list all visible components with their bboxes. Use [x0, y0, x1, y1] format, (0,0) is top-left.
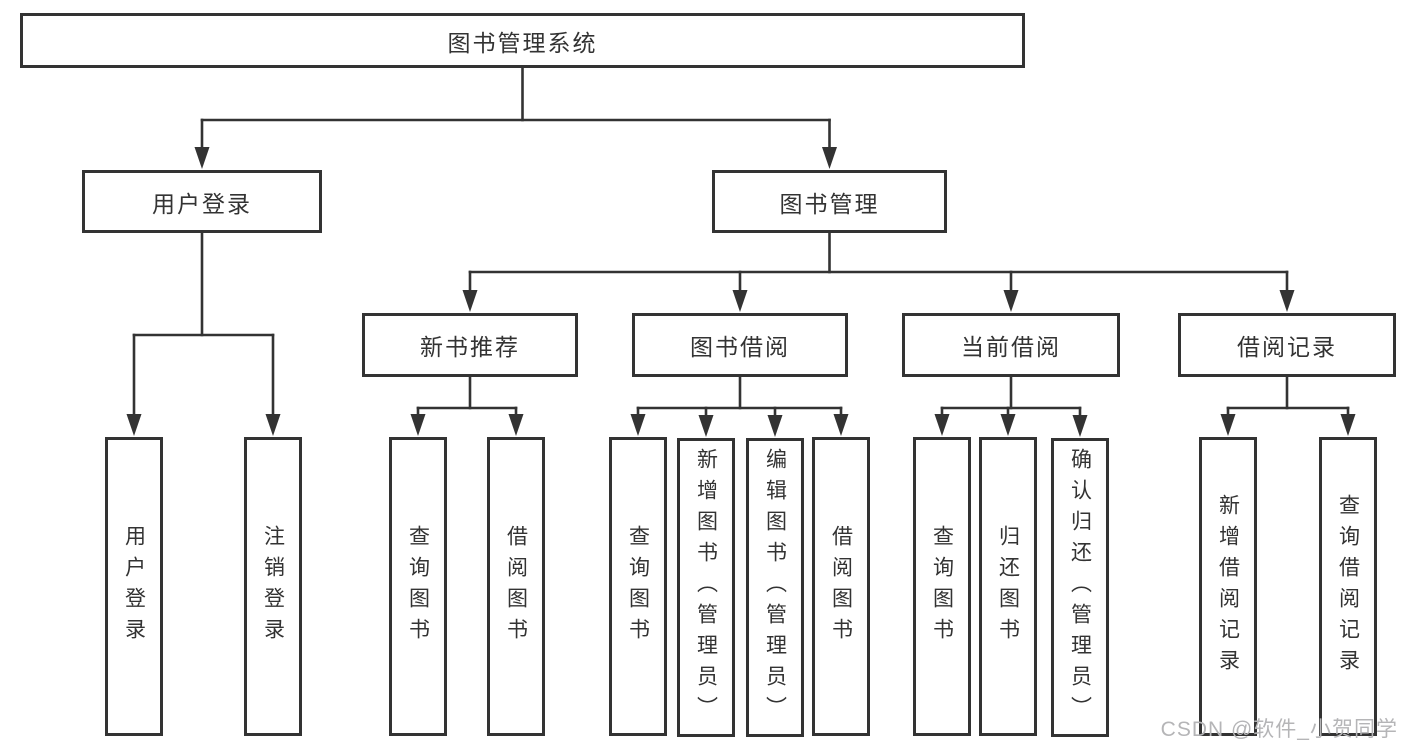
node-borrow-books-1: 借阅图书	[487, 437, 545, 736]
node-label: 借阅图书	[504, 524, 528, 649]
node-label: 注销登录	[261, 524, 285, 649]
node-confirm-return-admin: 确认归还（管理员）	[1051, 438, 1109, 737]
node-current-borrowing: 当前借阅	[902, 313, 1120, 377]
node-book-borrowing: 图书借阅	[632, 313, 848, 377]
node-logout: 注销登录	[244, 437, 302, 736]
node-label: 查询借阅记录	[1336, 493, 1360, 680]
node-label: 编辑图书（管理员）	[763, 448, 787, 727]
node-label: 查询图书	[626, 524, 650, 649]
node-borrowing-records: 借阅记录	[1178, 313, 1396, 377]
node-user-login-leaf: 用户登录	[105, 437, 163, 736]
node-query-books-1: 查询图书	[389, 437, 447, 736]
node-label: 当前借阅	[961, 334, 1061, 360]
node-edit-book-admin: 编辑图书（管理员）	[746, 438, 804, 737]
node-label: 新增图书（管理员）	[694, 448, 718, 727]
node-label: 确认归还（管理员）	[1068, 448, 1092, 727]
node-label: 借阅图书	[829, 524, 853, 649]
node-label: 图书管理系统	[447, 29, 598, 56]
node-label: 用户登录	[122, 524, 146, 649]
node-query-books-2: 查询图书	[609, 437, 667, 736]
node-add-book-admin: 新增图书（管理员）	[677, 438, 735, 737]
node-label: 用户登录	[152, 190, 252, 217]
node-library-management-system: 图书管理系统	[20, 13, 1025, 68]
node-new-book-recommendation: 新书推荐	[362, 313, 578, 377]
node-label: 图书借阅	[690, 334, 790, 360]
csdn-watermark: CSDN @软件_小贺同学	[1160, 718, 1398, 741]
node-label: 借阅记录	[1237, 334, 1337, 360]
node-book-management: 图书管理	[712, 170, 947, 233]
node-label: 新书推荐	[420, 334, 520, 360]
node-label: 查询图书	[930, 524, 954, 649]
node-borrow-books-2: 借阅图书	[812, 437, 870, 736]
node-query-borrow-record: 查询借阅记录	[1319, 437, 1377, 736]
node-label: 归还图书	[996, 524, 1020, 649]
node-label: 新增借阅记录	[1216, 493, 1240, 680]
node-user-login: 用户登录	[82, 170, 322, 233]
node-label: 查询图书	[406, 524, 430, 649]
node-label: 图书管理	[779, 190, 880, 217]
node-query-books-3: 查询图书	[913, 437, 971, 736]
node-return-book: 归还图书	[979, 437, 1037, 736]
node-add-borrow-record: 新增借阅记录	[1199, 437, 1257, 736]
